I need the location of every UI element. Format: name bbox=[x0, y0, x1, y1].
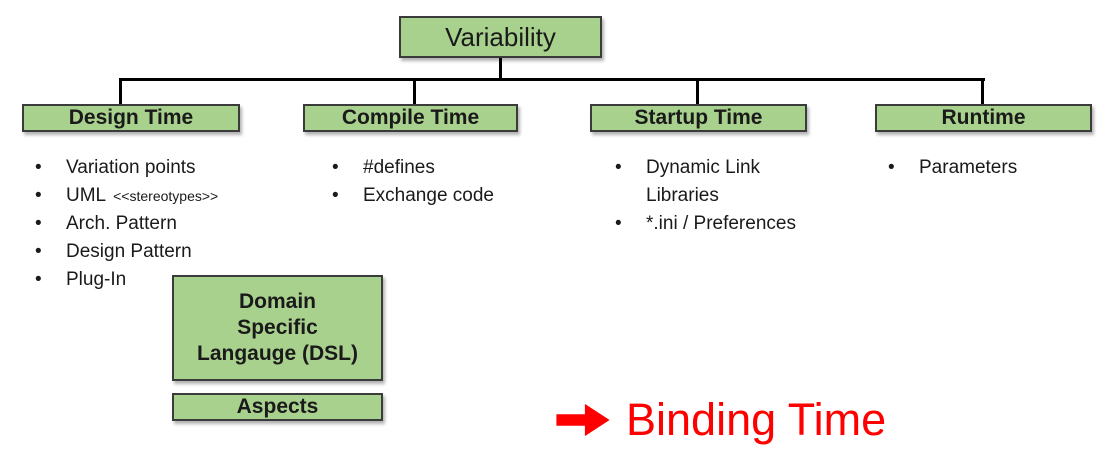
list-item-note: <<stereotypes>> bbox=[113, 188, 219, 204]
bullet-icon: • bbox=[615, 213, 622, 234]
bullet-icon: • bbox=[35, 185, 42, 206]
list-startup-time: • Dynamic Link Libraries • *.ini / Prefe… bbox=[615, 154, 798, 238]
header-box-design-time: Design Time bbox=[22, 104, 240, 132]
root-box-variability: Variability bbox=[399, 16, 602, 58]
list-item: • Plug-In bbox=[35, 266, 218, 294]
list-item: • Exchange code bbox=[332, 182, 494, 210]
bullet-icon: • bbox=[888, 157, 895, 178]
bullet-icon: • bbox=[35, 241, 42, 262]
list-item-text: Plug-In bbox=[66, 269, 127, 290]
connector-drop-compile-time bbox=[413, 78, 416, 105]
dsl-box: Domain Specific Langauge (DSL) bbox=[172, 275, 383, 381]
bullet-icon: • bbox=[35, 213, 42, 234]
list-item: • #defines bbox=[332, 154, 494, 182]
dsl-line-2: Specific bbox=[237, 316, 318, 339]
list-item: • Variation points bbox=[35, 154, 218, 182]
header-box-startup-time: Startup Time bbox=[590, 104, 807, 132]
binding-time-annotation: Binding Time bbox=[554, 392, 886, 448]
bullet-icon: • bbox=[35, 269, 42, 290]
connector-drop-runtime bbox=[981, 78, 984, 105]
list-item: • Design Pattern bbox=[35, 238, 218, 266]
list-design-time: • Variation points • UML <<stereotypes>>… bbox=[35, 154, 218, 294]
list-item-text: *.ini / Preferences bbox=[646, 213, 796, 234]
list-item: • *.ini / Preferences bbox=[615, 210, 798, 238]
bullet-icon: • bbox=[615, 157, 622, 178]
right-arrow-icon bbox=[556, 403, 610, 437]
list-item-text: Parameters bbox=[919, 157, 1018, 178]
list-item: • Arch. Pattern bbox=[35, 210, 218, 238]
list-item-text: UML bbox=[66, 185, 107, 206]
header-box-compile-time: Compile Time bbox=[303, 104, 518, 132]
binding-time-label: Binding Time bbox=[626, 394, 887, 445]
list-item-text: Dynamic Link Libraries bbox=[646, 157, 761, 206]
list-item-text: Design Pattern bbox=[66, 241, 192, 262]
list-item-text: Exchange code bbox=[363, 185, 494, 206]
dsl-line-3: Langauge (DSL) bbox=[197, 342, 358, 365]
header-box-runtime: Runtime bbox=[875, 104, 1092, 132]
aspects-label: Aspects bbox=[236, 395, 319, 418]
root-label: Variability bbox=[445, 21, 556, 52]
list-compile-time: • #defines • Exchange code bbox=[332, 154, 494, 210]
connector-drop-design-time bbox=[119, 78, 122, 105]
list-item: • UML <<stereotypes>> bbox=[35, 182, 218, 210]
connector-root-stem bbox=[499, 56, 502, 80]
header-label-compile-time: Compile Time bbox=[341, 106, 480, 129]
bullet-icon: • bbox=[332, 157, 339, 178]
aspects-box: Aspects bbox=[172, 393, 383, 421]
list-runtime: • Parameters bbox=[888, 154, 1017, 182]
header-label-runtime: Runtime bbox=[941, 106, 1026, 129]
list-item-text: Arch. Pattern bbox=[66, 213, 177, 234]
connector-drop-startup-time bbox=[696, 78, 699, 105]
list-item: • Parameters bbox=[888, 154, 1017, 182]
header-label-design-time: Design Time bbox=[68, 106, 194, 129]
bullet-icon: • bbox=[332, 185, 339, 206]
connector-horizontal-bar bbox=[119, 78, 985, 81]
list-item-text: Variation points bbox=[66, 157, 196, 178]
list-item-text: #defines bbox=[363, 157, 435, 178]
bullet-icon: • bbox=[35, 157, 42, 178]
list-item: • Dynamic Link Libraries bbox=[615, 154, 798, 210]
header-label-startup-time: Startup Time bbox=[634, 106, 763, 129]
dsl-line-1: Domain bbox=[238, 290, 316, 313]
